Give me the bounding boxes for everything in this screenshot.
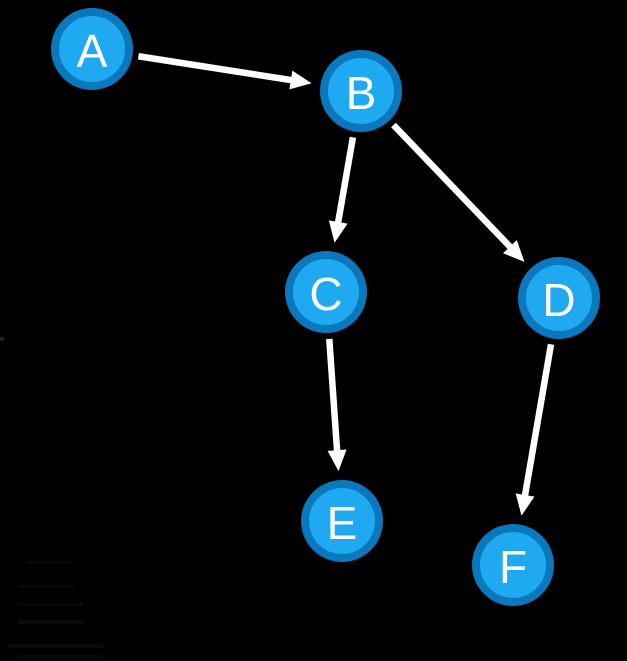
graph-edge-a-b [137, 53, 312, 90]
background-artifacts [0, 337, 103, 659]
node-circle[interactable] [301, 480, 383, 562]
graph-node-b[interactable]: B [320, 50, 402, 132]
node-circle[interactable] [320, 50, 402, 132]
background-smudge [20, 585, 75, 588]
graph-node-f[interactable]: F [472, 524, 554, 606]
node-circle[interactable] [472, 524, 554, 606]
graph-node-a[interactable]: A [51, 8, 133, 90]
background-smudge [0, 337, 4, 341]
graph-node-d[interactable]: D [518, 257, 600, 339]
background-smudge [17, 655, 103, 659]
arrowhead-icon [327, 449, 347, 472]
edge-line [520, 343, 555, 503]
edge-line [333, 136, 357, 230]
graph-edge-b-c [328, 136, 357, 243]
graph-edge-d-f [515, 343, 555, 516]
background-smudge [7, 644, 103, 648]
background-smudge [18, 620, 84, 624]
arrowhead-icon [515, 493, 535, 516]
graph-edge-c-e [326, 338, 347, 472]
graph-node-c[interactable]: C [285, 251, 367, 333]
edge-line [137, 53, 299, 85]
arrowhead-icon [289, 70, 312, 90]
node-circle[interactable] [51, 8, 133, 90]
arrowhead-icon [503, 240, 525, 262]
arrowhead-icon [328, 220, 348, 243]
edge-line [391, 122, 518, 254]
background-smudge [27, 561, 74, 564]
edge-layer [137, 53, 555, 516]
node-circle[interactable] [518, 257, 600, 339]
background-smudge [18, 603, 83, 606]
graph-node-e[interactable]: E [301, 480, 383, 562]
graph-edge-b-d [391, 122, 525, 262]
edge-line [326, 338, 341, 458]
node-circle[interactable] [285, 251, 367, 333]
